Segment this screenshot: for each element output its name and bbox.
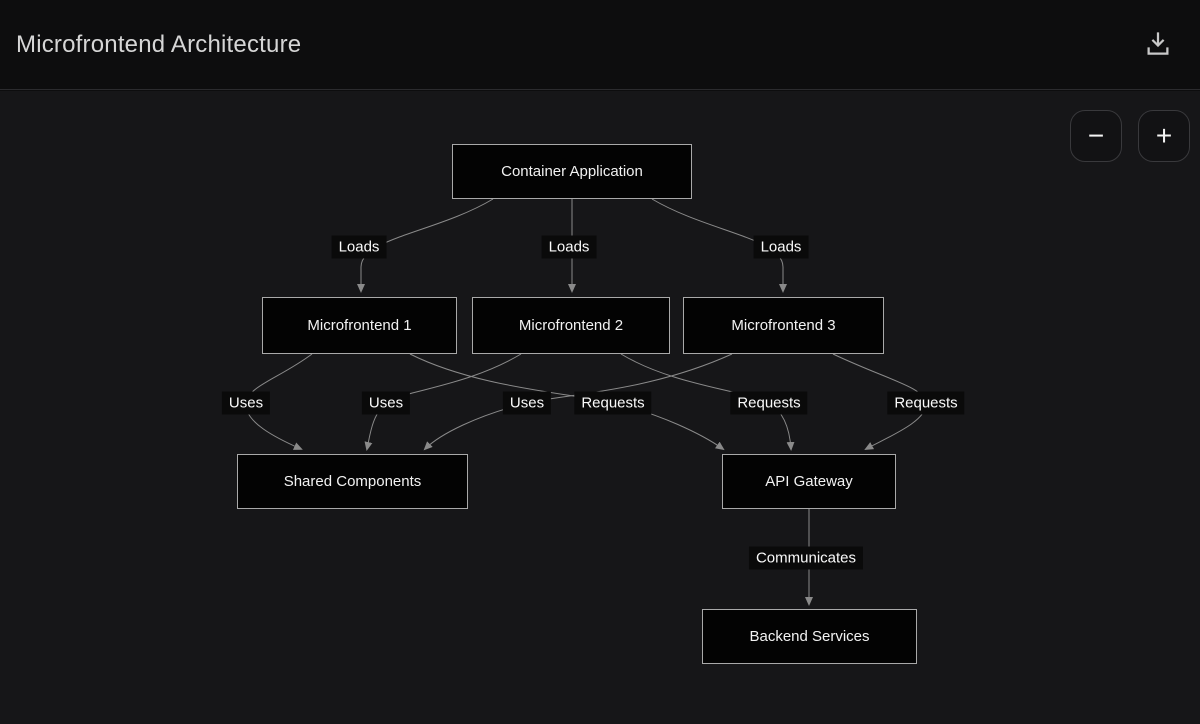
node-label: Shared Components	[283, 473, 422, 490]
diagram-canvas[interactable]: Container Application Microfrontend 1 Mi…	[0, 91, 1200, 724]
node-microfrontend-1[interactable]: Microfrontend 1	[262, 297, 457, 354]
node-api-gateway[interactable]: API Gateway	[722, 454, 896, 509]
node-label: Microfrontend 3	[731, 317, 836, 334]
node-backend-services[interactable]: Backend Services	[702, 609, 917, 664]
edge-label-uses-1: Uses	[221, 391, 271, 415]
header-bar: Microfrontend Architecture	[0, 0, 1200, 90]
edge-label-uses-3: Uses	[502, 391, 552, 415]
page-title: Microfrontend Architecture	[16, 30, 302, 58]
node-microfrontend-3[interactable]: Microfrontend 3	[683, 297, 884, 354]
edge-label-uses-2: Uses	[361, 391, 411, 415]
edge-label-loads-1: Loads	[331, 235, 387, 259]
edge-label-requests-1: Requests	[574, 391, 652, 415]
node-label: API Gateway	[765, 473, 853, 490]
download-icon	[1143, 28, 1173, 61]
node-shared-components[interactable]: Shared Components	[237, 454, 468, 509]
node-label: Backend Services	[749, 628, 870, 645]
node-label: Container Application	[501, 163, 643, 180]
zoom-controls: − +	[1070, 110, 1190, 162]
node-label: Microfrontend 2	[518, 317, 624, 334]
plus-icon: +	[1155, 120, 1173, 151]
node-microfrontend-2[interactable]: Microfrontend 2	[472, 297, 670, 354]
edge-label-communicates: Communicates	[748, 546, 864, 570]
download-button[interactable]	[1138, 25, 1178, 65]
edge-label-requests-3: Requests	[887, 391, 965, 415]
edge-label-requests-2: Requests	[730, 391, 808, 415]
node-container-application[interactable]: Container Application	[452, 144, 692, 199]
zoom-in-button[interactable]: +	[1138, 110, 1190, 162]
edge-mf1-gateway	[409, 353, 725, 451]
node-label: Microfrontend 1	[307, 317, 412, 334]
minus-icon: −	[1087, 120, 1105, 151]
edge-label-loads-2: Loads	[541, 235, 597, 259]
edge-label-loads-3: Loads	[753, 235, 809, 259]
zoom-out-button[interactable]: −	[1070, 110, 1122, 162]
